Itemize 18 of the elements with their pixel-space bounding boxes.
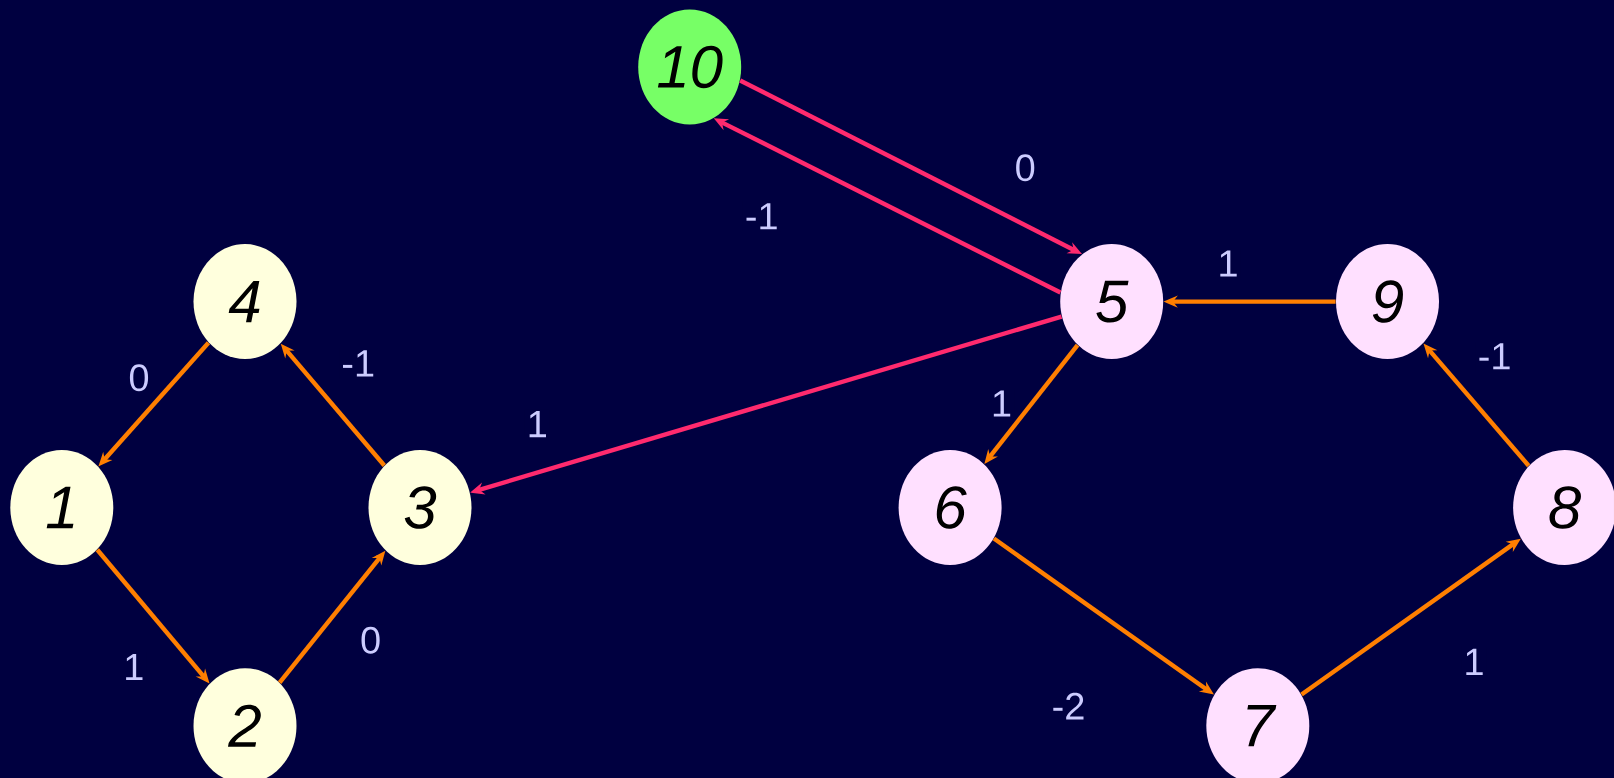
edge-label: 0 [358, 624, 384, 656]
circle-node: 9 [1336, 244, 1439, 360]
circle-node: 1 [10, 450, 114, 565]
edge-label: 0 [126, 362, 152, 394]
edge-label: 1 [1215, 248, 1241, 279]
circle-node: 10 [638, 9, 742, 125]
circle-node: 4 [193, 244, 297, 360]
edge-label: -1 [742, 201, 781, 232]
edge-label: 1 [524, 409, 550, 440]
circle-node: 6 [898, 450, 1002, 565]
edge-label: 0 [1012, 152, 1038, 184]
edge-label: 1 [121, 651, 147, 683]
edge-label: -1 [1475, 341, 1514, 372]
edge-label: 1 [1461, 646, 1487, 677]
edge-label: -1 [339, 348, 378, 379]
edge-label: 1 [988, 388, 1015, 419]
circle-node: 5 [1060, 244, 1164, 360]
circle-node: 3 [368, 450, 472, 565]
